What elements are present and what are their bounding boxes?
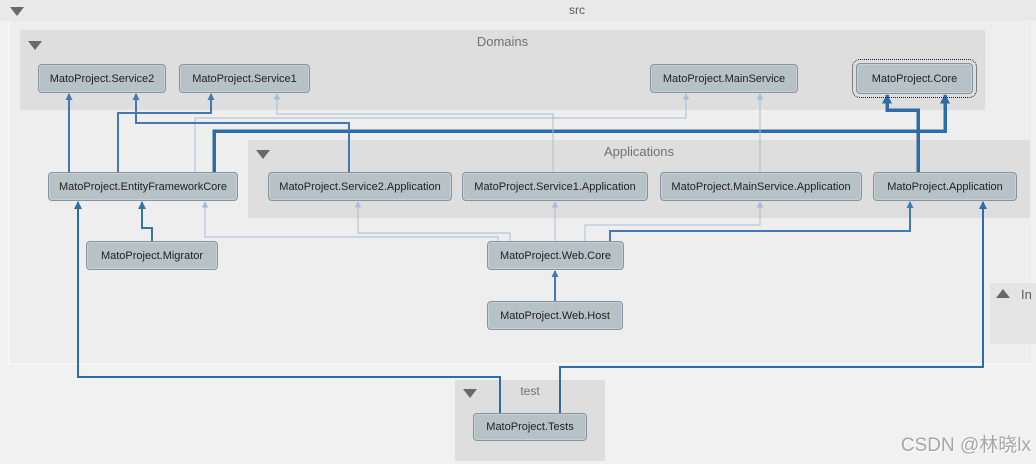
group-applications-label: Applications [603, 144, 675, 159]
edge-webcore-to-s2app [357, 202, 511, 241]
edge-efcore-to-core [212, 95, 947, 172]
node-migrator[interactable]: MatoProject.Migrator [86, 241, 218, 270]
arrowhead-icon [74, 201, 82, 209]
edge-webcore-to-msapp [584, 202, 761, 241]
group-test-label: test [520, 384, 540, 398]
arrowhead-icon [906, 201, 914, 208]
collapse-arrow-icon[interactable] [256, 150, 270, 159]
arrowhead-icon [138, 201, 146, 209]
edge-webcore-to-efcore [204, 202, 499, 241]
arrowhead-icon [682, 93, 690, 100]
arrowhead-icon [756, 201, 764, 208]
collapse-arrow-icon[interactable] [28, 41, 42, 50]
node-msapp[interactable]: MatoProject.MainService.Application [660, 172, 862, 201]
node-s2app[interactable]: MatoProject.Service2.Application [268, 172, 452, 201]
edge-tests-to-app [558, 202, 985, 413]
edge-efcore-to-mainservice [194, 94, 687, 172]
group-src-label: src [569, 3, 585, 17]
node-core[interactable]: MatoProject.Core [852, 59, 977, 98]
node-efcore[interactable]: MatoProject.EntityFrameworkCore [48, 172, 238, 201]
group-collapsed-right-label: In [1021, 287, 1032, 302]
arrowhead-icon [354, 201, 362, 208]
node-s1app[interactable]: MatoProject.Service1.Application [462, 172, 648, 201]
arrowhead-icon [273, 93, 281, 100]
node-app[interactable]: MatoProject.Application [873, 172, 1017, 201]
arrowhead-icon [551, 201, 559, 208]
arrowhead-icon [551, 270, 559, 277]
arrowhead-icon [882, 94, 892, 104]
edge-migrator-to-efcore [140, 202, 154, 241]
collapse-arrow-icon[interactable] [463, 389, 477, 398]
arrowhead-icon [201, 201, 209, 208]
edge-s1app-to-service1 [276, 94, 554, 172]
arrowhead-icon [132, 93, 140, 100]
node-webhost[interactable]: MatoProject.Web.Host [487, 301, 623, 330]
group-collapsed-right[interactable]: In [990, 283, 1036, 344]
arrowhead-icon [940, 94, 950, 104]
arrowhead-icon [756, 93, 764, 100]
edge-efcore-to-service1 [117, 94, 212, 172]
collapse-arrow-icon[interactable] [10, 7, 24, 16]
watermark-text: CSDN @林晓lx [900, 435, 1031, 456]
edge-s2app-to-service2 [135, 94, 350, 172]
group-domains-label: Domains [476, 34, 529, 49]
arrowhead-icon [65, 93, 73, 100]
group-src-header[interactable]: src [0, 0, 1036, 21]
edge-tests-to-efcore [76, 202, 502, 413]
node-tests[interactable]: MatoProject.Tests [473, 413, 587, 441]
node-webcore[interactable]: MatoProject.Web.Core [487, 241, 624, 270]
node-mainservice[interactable]: MatoProject.MainService [650, 64, 798, 93]
arrowhead-icon [207, 93, 215, 100]
edge-webcore-to-app [609, 202, 911, 241]
node-service2[interactable]: MatoProject.Service2 [38, 64, 166, 93]
node-service1[interactable]: MatoProject.Service1 [179, 64, 310, 93]
arrowhead-icon [979, 201, 987, 209]
expand-arrow-icon[interactable] [996, 289, 1010, 298]
